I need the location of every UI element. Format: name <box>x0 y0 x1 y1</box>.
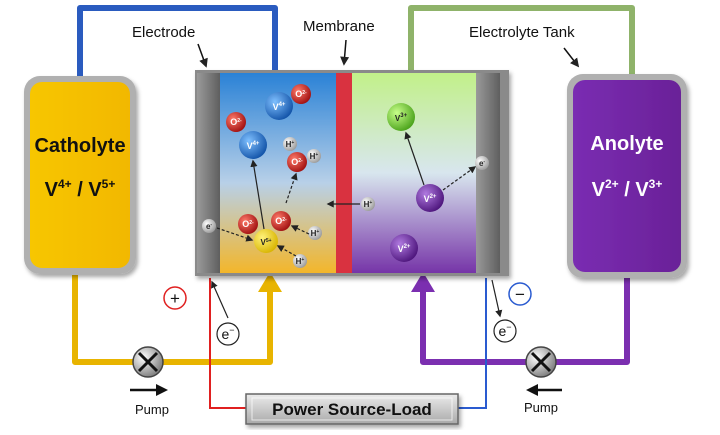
anolyte-formula: V2+ / V3+ <box>592 177 663 201</box>
arrow-o2-to-h <box>285 172 298 204</box>
anolyte-return-pipe <box>408 5 635 90</box>
arrow-v5-to-v4 <box>250 159 265 230</box>
ion-electron-right: e- <box>475 156 489 170</box>
negative-wire <box>458 278 487 409</box>
pump-left-icon[interactable] <box>132 346 164 378</box>
electron-left-badge <box>216 322 240 346</box>
ion-h-d: H+ <box>293 254 307 268</box>
pump-left-direction-icon <box>130 384 168 396</box>
ion-v4-top: V4+ <box>265 92 293 120</box>
pump-left-label: Pump <box>135 402 169 417</box>
electrode-label: Electrode <box>132 24 195 41</box>
arrow-v2-to-electron <box>442 166 477 191</box>
electrode-pointer <box>197 43 208 68</box>
anolyte-title: Anolyte <box>590 133 663 155</box>
anolyte-tank <box>567 74 687 278</box>
catholyte-tank <box>24 76 136 274</box>
arrow-electron-to-v5 <box>216 227 254 242</box>
ion-o2-br: O2- <box>271 211 291 231</box>
svg-text:V2+: V2+ <box>398 244 411 254</box>
svg-text:V3+: V3+ <box>395 113 408 123</box>
membrane-pointer <box>340 39 350 66</box>
ion-v2-lower: V2+ <box>390 234 418 262</box>
arrow-h-to-o2 <box>290 225 310 235</box>
pump-right-direction-icon <box>526 384 562 396</box>
electrolyte-tank-pointer <box>563 47 580 68</box>
ion-v2-upper: V2+ <box>416 184 444 212</box>
svg-text:V2+: V2+ <box>424 194 437 204</box>
anolyte-feed-arrowhead <box>411 272 435 292</box>
svg-text:H+: H+ <box>310 152 319 161</box>
svg-text:H+: H+ <box>311 229 320 238</box>
membrane-label: Membrane <box>303 18 375 35</box>
catholyte-title: Catholyte <box>34 135 125 157</box>
power-source-load-label: Power Source-Load <box>272 400 432 419</box>
ion-o2-bl: O2- <box>238 214 258 234</box>
ion-h-membrane: H+ <box>361 197 375 211</box>
positive-terminal-icon <box>163 286 187 310</box>
ion-electron-left: e- <box>202 219 216 233</box>
catholyte-feed-pipe <box>72 275 273 365</box>
electron-right-badge <box>493 319 517 343</box>
ion-o2-mid: O2- <box>287 152 307 172</box>
negative-terminal-icon <box>508 282 532 306</box>
svg-text:O2-: O2- <box>275 216 287 226</box>
positive-terminal-text: + <box>170 289 180 308</box>
catholyte-feed-arrowhead <box>258 272 282 292</box>
catholyte-return-pipe <box>77 5 278 92</box>
catholyte-formula: V4+ / V5+ <box>45 177 116 201</box>
negative-electrode <box>476 73 500 273</box>
svg-text:H+: H+ <box>286 140 295 149</box>
pump-right-icon[interactable] <box>525 346 557 378</box>
positive-electrode <box>197 73 220 273</box>
power-source-load-box[interactable] <box>245 393 459 425</box>
svg-text:V5+: V5+ <box>260 238 271 247</box>
electron-right-text: e− <box>498 322 511 339</box>
svg-text:V4+: V4+ <box>273 102 286 112</box>
svg-text:e-: e- <box>479 159 485 168</box>
ion-h-c: H+ <box>308 226 322 240</box>
svg-text:H+: H+ <box>296 257 305 266</box>
cell-stack <box>195 70 509 276</box>
electron-left-text: e− <box>221 325 234 342</box>
arrow-v2-to-v3 <box>404 131 425 186</box>
electron-flow-right-pointer <box>491 279 503 318</box>
electron-flow-left-pointer <box>211 280 229 319</box>
ion-v4-mid: V4+ <box>239 131 267 159</box>
ion-h-b: H+ <box>307 149 321 163</box>
svg-text:O2-: O2- <box>295 89 307 99</box>
arrow-h-to-v5 <box>276 245 297 257</box>
anolyte-feed-pipe <box>420 275 630 365</box>
svg-text:e-: e- <box>206 222 212 231</box>
svg-text:H+: H+ <box>364 200 373 209</box>
svg-text:O2-: O2- <box>291 157 303 167</box>
ion-v3: V3+ <box>387 103 415 131</box>
membrane <box>336 73 352 273</box>
svg-text:O2-: O2- <box>242 219 254 229</box>
ion-o2-top: O2- <box>291 84 311 104</box>
ion-h-a: H+ <box>283 137 297 151</box>
svg-text:O2-: O2- <box>230 117 242 127</box>
positive-wire <box>209 278 246 409</box>
pump-right-label: Pump <box>524 400 558 415</box>
negative-terminal-text: − <box>515 285 525 304</box>
ion-o2-left: O2- <box>226 112 246 132</box>
svg-text:V4+: V4+ <box>247 141 260 151</box>
ion-v5: V5+ <box>254 229 278 253</box>
electrolyte-tank-label: Electrolyte Tank <box>469 24 575 41</box>
